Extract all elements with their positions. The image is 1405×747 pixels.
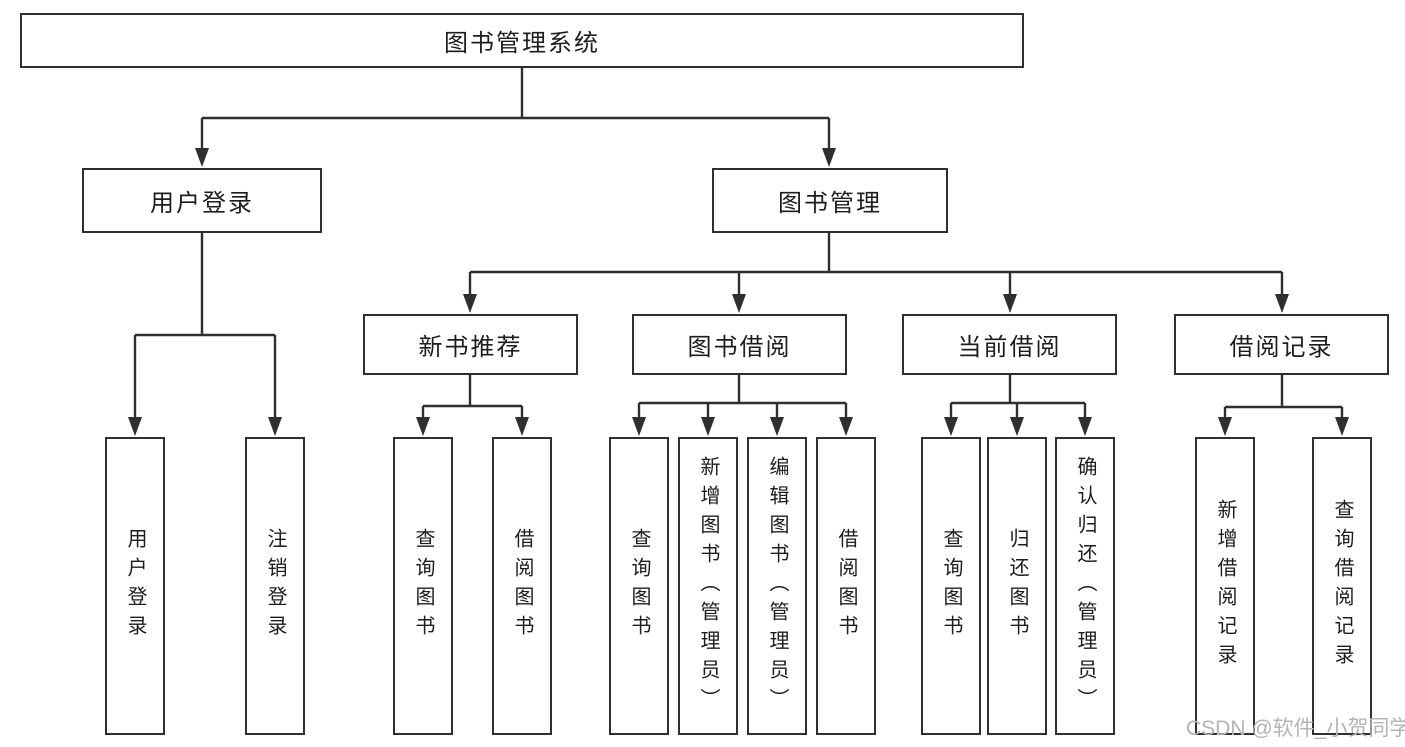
leaf-cb-confirm-return-admin-label: 确认归还（管理员）	[1074, 455, 1096, 717]
leaf-cb-confirm-return-admin: 确认归还（管理员）	[1055, 437, 1115, 735]
node-root: 图书管理系统	[20, 13, 1024, 68]
leaf-nbr-query-books-label: 查询图书	[412, 528, 434, 644]
leaf-bb-query-books-label: 查询图书	[628, 528, 650, 644]
node-book-management-label: 图书管理	[778, 190, 882, 217]
arrowhead	[1275, 294, 1289, 313]
arrowhead	[195, 148, 209, 167]
leaf-user-login-label: 用户登录	[124, 528, 146, 644]
node-current-borrowing: 当前借阅	[902, 314, 1117, 375]
node-root-label: 图书管理系统	[444, 30, 600, 57]
arrowhead	[770, 417, 784, 436]
leaf-cb-return-books-label: 归还图书	[1006, 528, 1028, 644]
arrowhead	[128, 417, 142, 436]
node-book-borrowing: 图书借阅	[632, 314, 847, 375]
leaf-logout: 注销登录	[245, 437, 305, 735]
arrowhead	[1335, 417, 1349, 436]
leaf-nbr-query-books: 查询图书	[393, 437, 453, 735]
leaf-br-query-record-label: 查询借阅记录	[1331, 499, 1353, 673]
node-borrow-records-label: 借阅记录	[1229, 334, 1334, 361]
arrowhead	[515, 417, 529, 436]
arrowhead	[1010, 417, 1024, 436]
arrowhead	[1078, 417, 1092, 436]
leaf-br-add-record-label: 新增借阅记录	[1214, 499, 1236, 673]
arrowhead	[944, 417, 958, 436]
leaf-cb-query-books: 查询图书	[921, 437, 981, 735]
arrowhead	[463, 294, 477, 313]
node-book-management: 图书管理	[712, 168, 948, 233]
arrowhead	[632, 417, 646, 436]
leaf-br-query-record: 查询借阅记录	[1312, 437, 1372, 735]
leaf-cb-query-books-label: 查询图书	[940, 528, 962, 644]
leaf-bb-add-books-admin: 新增图书（管理员）	[678, 437, 738, 735]
leaf-logout-label: 注销登录	[264, 528, 286, 644]
leaf-bb-borrow-books-label: 借阅图书	[835, 528, 857, 644]
arrowhead	[268, 417, 282, 436]
leaf-bb-borrow-books: 借阅图书	[816, 437, 876, 735]
leaf-bb-edit-books-admin-label: 编辑图书（管理员）	[766, 455, 788, 717]
arrowhead	[416, 417, 430, 436]
csdn-watermark: CSDN @软件_小贺同学	[1186, 717, 1405, 740]
arrowhead	[822, 148, 836, 167]
leaf-br-add-record: 新增借阅记录	[1195, 437, 1255, 735]
leaf-bb-edit-books-admin: 编辑图书（管理员）	[747, 437, 807, 735]
leaf-bb-query-books: 查询图书	[609, 437, 669, 735]
node-book-borrowing-label: 图书借阅	[687, 334, 792, 361]
arrowhead	[732, 294, 746, 313]
arrowhead	[839, 417, 853, 436]
leaf-nbr-borrow-books-label: 借阅图书	[511, 528, 533, 644]
arrowhead	[701, 417, 715, 436]
leaf-user-login: 用户登录	[105, 437, 165, 735]
arrowhead	[1218, 417, 1232, 436]
node-new-book-recommend-label: 新书推荐	[418, 334, 523, 361]
arrowhead	[1003, 294, 1017, 313]
node-user-login: 用户登录	[82, 168, 322, 233]
leaf-cb-return-books: 归还图书	[987, 437, 1047, 735]
leaf-bb-add-books-admin-label: 新增图书（管理员）	[697, 455, 719, 717]
node-user-login-label: 用户登录	[150, 190, 254, 217]
leaf-nbr-borrow-books: 借阅图书	[492, 437, 552, 735]
node-new-book-recommend: 新书推荐	[363, 314, 578, 375]
node-borrow-records: 借阅记录	[1174, 314, 1389, 375]
node-current-borrowing-label: 当前借阅	[957, 334, 1062, 361]
